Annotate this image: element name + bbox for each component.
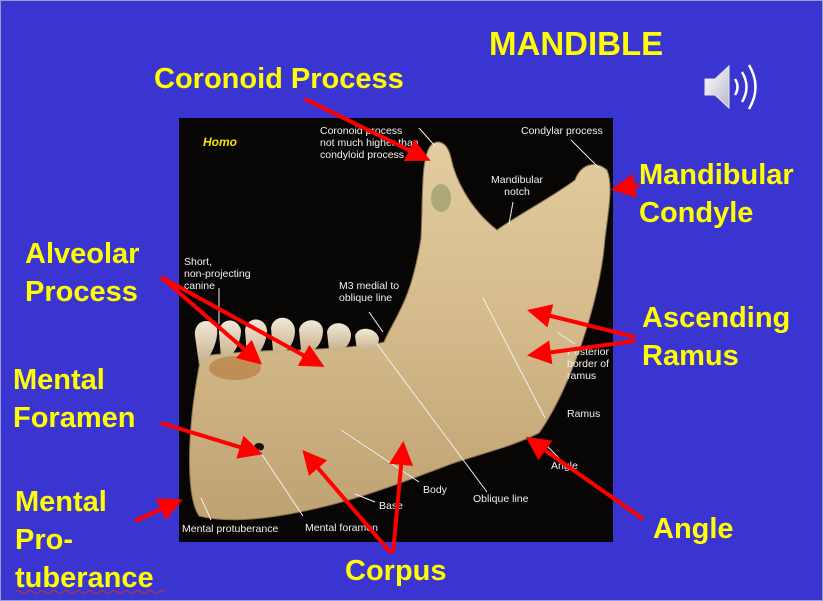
slide-title: MANDIBLE <box>489 25 664 62</box>
mental-foramen-caption: Mental foramen <box>305 522 378 534</box>
arrow-alveolar-process-2 <box>160 275 325 367</box>
label-alveolar-process: Alveolar Process <box>25 238 140 308</box>
label-ascending-ramus: Ascending Ramus <box>642 302 791 372</box>
speaker-icon[interactable] <box>701 61 767 113</box>
coronoid-note: Coronoid process not much higher than co… <box>320 125 419 161</box>
arrow-mental-protuberance <box>134 498 183 523</box>
m3-medial-caption: M3 medial to oblique line <box>339 280 400 304</box>
mandible-photo: Homo Coronoid process not much higher th… <box>179 118 613 542</box>
arrow-corpus-2 <box>389 441 414 554</box>
short-canine-caption: Short, non-projecting canine <box>184 256 251 292</box>
mandible-bone-illustration <box>189 127 611 521</box>
homo-caption: Homo <box>203 135 237 149</box>
arrow-angle <box>525 436 645 521</box>
arrow-mental-foramen <box>160 421 263 459</box>
spellcheck-underline <box>15 590 165 594</box>
body-caption: Body <box>423 484 447 496</box>
mental-protuberance-caption: Mental protuberance <box>182 523 279 535</box>
label-angle: Angle <box>653 513 734 545</box>
arrow-ascending-ramus-1 <box>527 304 636 339</box>
arrow-ascending-ramus-2 <box>527 339 636 365</box>
label-coronoid-process: Coronoid Process <box>154 63 404 95</box>
arrow-mandibular-condyle <box>611 173 640 198</box>
arrow-coronoid-process <box>304 97 431 161</box>
oblique-line-caption: Oblique line <box>473 493 529 505</box>
label-corpus: Corpus <box>345 555 447 587</box>
condylar-process-caption: Condylar process <box>521 125 603 137</box>
ramus-caption: Ramus <box>567 408 601 420</box>
label-mental-foramen: Mental Foramen <box>13 364 136 434</box>
arrow-corpus-1 <box>302 449 393 555</box>
label-mandibular-condyle: Mandibular Condyle <box>639 159 794 229</box>
mandibular-notch-caption: Mandibular notch <box>491 174 543 198</box>
arrow-alveolar-process-1 <box>159 275 263 365</box>
label-mental-protuberance: Mental Pro- tuberance <box>15 486 154 594</box>
